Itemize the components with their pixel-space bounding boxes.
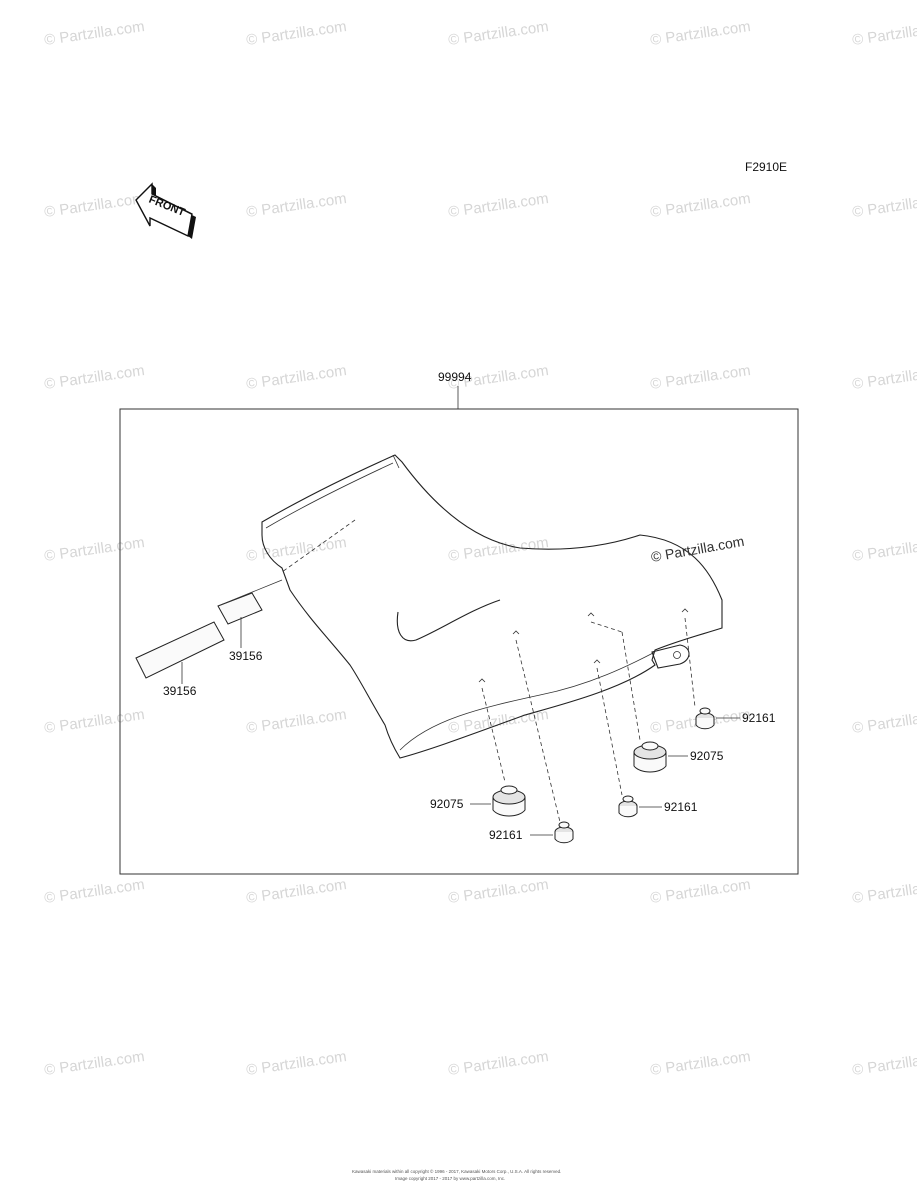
part-label-92075-right: 92075 <box>690 749 724 763</box>
watermark: © Partzilla.com <box>851 706 917 737</box>
watermark: © Partzilla.com <box>43 706 145 737</box>
watermark: © Partzilla.com <box>43 18 145 49</box>
assembly-label: 99994 <box>438 370 472 384</box>
watermark: © Partzilla.com <box>43 876 145 907</box>
bolt-92161-center <box>618 795 638 818</box>
watermark: © Partzilla.com <box>245 706 347 737</box>
front-arrow-icon: FRONT <box>135 182 196 239</box>
watermark: © Partzilla.com <box>447 706 549 737</box>
watermark: © Partzilla.com <box>851 18 917 49</box>
watermark: © Partzilla.com <box>447 534 549 565</box>
watermark: © Partzilla.com <box>245 190 347 221</box>
watermark: © Partzilla.com <box>447 1048 549 1079</box>
part-label-92161-right: 92161 <box>742 711 776 725</box>
watermark: © Partzilla.com <box>245 362 347 393</box>
part-label-92161-left: 92161 <box>489 828 523 842</box>
watermark: © Partzilla.com <box>649 18 751 49</box>
watermark: © Partzilla.com <box>649 1048 751 1079</box>
watermark: © Partzilla.com <box>447 876 549 907</box>
watermark: © Partzilla.com <box>851 1048 917 1079</box>
watermark: © Partzilla.com <box>851 876 917 907</box>
watermark: © Partzilla.com <box>851 534 917 565</box>
watermark: © Partzilla.com <box>245 18 347 49</box>
bush-92075-left <box>492 785 526 817</box>
watermark: © Partzilla.com <box>245 534 347 565</box>
watermark: © Partzilla.com <box>649 362 751 393</box>
footer-copyright: Kawasaki materials within all copyright … <box>352 1168 561 1174</box>
watermark: © Partzilla.com <box>649 876 751 907</box>
watermark: © Partzilla.com <box>43 1048 145 1079</box>
watermark: © Partzilla.com <box>245 1048 347 1079</box>
part-label-39156-upper: 39156 <box>229 649 263 663</box>
watermark: © Partzilla.com <box>447 18 549 49</box>
strap-part-lower <box>135 621 225 679</box>
watermark: © Partzilla.com <box>447 190 549 221</box>
part-label-39156-lower: 39156 <box>163 684 197 698</box>
watermark-grid: © Partzilla.com © Partzilla.com © Partzi… <box>43 18 917 1079</box>
bush-92075-right <box>633 741 667 773</box>
footer-image-copyright: Image copyright 2017 - 2017 by www.partz… <box>395 1176 505 1181</box>
watermark: © Partzilla.com <box>649 190 751 221</box>
watermark: © Partzilla.com <box>43 362 145 393</box>
bolt-92161-right <box>695 707 715 730</box>
part-label-92161-center: 92161 <box>664 800 698 814</box>
watermark: © Partzilla.com <box>245 876 347 907</box>
bolt-92161-left <box>554 821 574 844</box>
watermark: © Partzilla.com <box>43 534 145 565</box>
watermark: © Partzilla.com <box>43 190 145 221</box>
assembly-frame <box>119 408 799 875</box>
part-label-92075-left: 92075 <box>430 797 464 811</box>
figure-code: F2910E <box>745 160 787 174</box>
watermark: © Partzilla.com <box>851 362 917 393</box>
watermark: © Partzilla.com <box>851 190 917 221</box>
mount-guides <box>478 608 696 823</box>
strap-part-upper <box>217 579 283 625</box>
